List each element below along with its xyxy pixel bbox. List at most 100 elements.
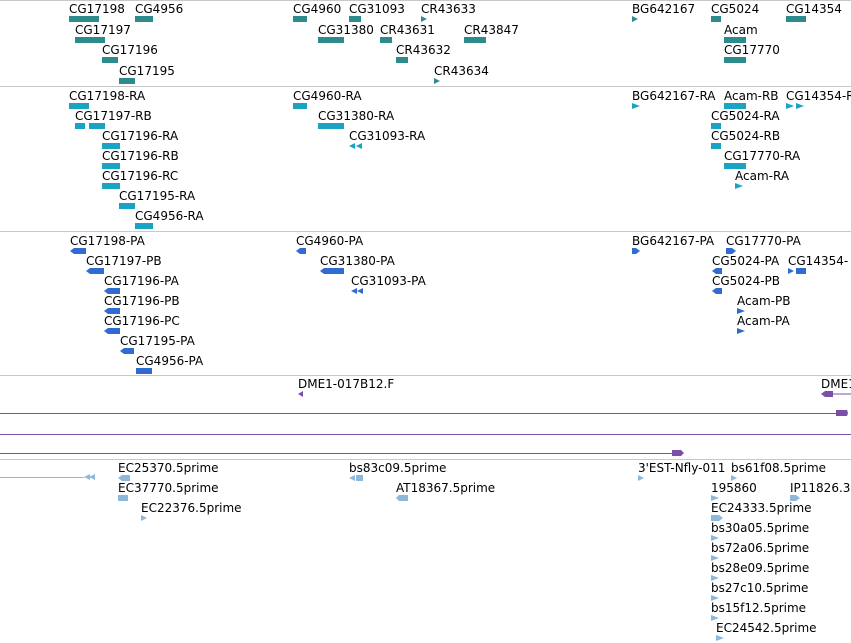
feature-label: CG14354 <box>786 2 842 16</box>
feature-label: CG17196-PB <box>104 294 180 308</box>
track-separator <box>0 86 851 87</box>
feature-glyph <box>421 16 427 22</box>
est-span-line[interactable] <box>0 474 100 482</box>
feature-glyph <box>86 268 104 274</box>
feature-glyph <box>724 57 746 63</box>
feature-glyph <box>724 37 746 43</box>
clone-span-line[interactable] <box>0 410 851 418</box>
feature-label: CG17196-RA <box>102 129 179 143</box>
protein-track: CG17198-PA CG4960-PA BG642167-PA CG17770… <box>0 232 851 375</box>
feature-label: CG4960-RA <box>293 89 362 103</box>
track-separator <box>0 375 851 376</box>
feature-label: Acam-RB <box>724 89 779 103</box>
feature-glyph <box>293 16 307 22</box>
feature-glyph <box>102 163 120 169</box>
feature-label: CG31380-RA <box>318 109 395 123</box>
feature-glyph <box>632 248 640 254</box>
feature-glyph <box>120 348 134 354</box>
feature-label: bs27c10.5prime <box>711 581 809 595</box>
feature-glyph <box>724 163 746 169</box>
feature-label: CG31093 <box>349 2 405 16</box>
feature-label: CG5024-PB <box>712 274 781 288</box>
feature-glyph <box>69 16 99 22</box>
feature-label: DME1 <box>821 377 851 391</box>
feature-glyph <box>711 575 719 581</box>
feature-glyph <box>724 103 746 109</box>
feature-label: CR43631 <box>380 23 435 37</box>
feature-glyph <box>396 495 408 501</box>
feature-glyph <box>296 248 306 254</box>
feature-glyph <box>711 123 721 129</box>
feature-glyph <box>464 37 486 43</box>
feature-label: EC24542.5prime <box>716 621 817 635</box>
feature-glyph <box>119 203 135 209</box>
feature-glyph <box>711 515 723 521</box>
feature-glyph <box>70 248 86 254</box>
feature-label: CG4960 <box>293 2 342 16</box>
feature-label: CG5024-RA <box>711 109 780 123</box>
feature-label: CG31093-PA <box>351 274 426 288</box>
feature-glyph <box>711 495 719 501</box>
feature-glyph <box>351 288 363 294</box>
feature-label: 3'EST-Nfly-011 <box>638 461 726 475</box>
transcript-track: CG17198-RA CG4960-RA BG642167-RA Acam-RB… <box>0 87 851 231</box>
feature-label: Acam-PA <box>737 314 790 328</box>
feature-label: CG5024-RB <box>711 129 781 143</box>
feature-label: CR43633 <box>421 2 476 16</box>
clone-span-line[interactable] <box>0 450 690 458</box>
clone-span-line[interactable] <box>0 433 851 437</box>
feature-label: bs61f08.5prime <box>731 461 827 475</box>
feature-glyph <box>298 391 303 397</box>
feature-glyph <box>102 57 118 63</box>
feature-label: CG17198-PA <box>70 234 145 248</box>
feature-glyph <box>711 143 721 149</box>
feature-label: CG17196-RC <box>102 169 179 183</box>
feature-glyph <box>136 368 152 374</box>
feature-glyph <box>788 268 806 274</box>
feature-glyph <box>434 78 440 84</box>
feature-label: Acam-PB <box>737 294 791 308</box>
feature-label: EC24333.5prime <box>711 501 812 515</box>
feature-label: CG14354-R <box>786 89 851 103</box>
feature-label: CR43847 <box>464 23 519 37</box>
feature-glyph <box>349 16 361 22</box>
feature-glyph <box>69 103 89 109</box>
feature-label: bs15f12.5prime <box>711 601 807 615</box>
feature-glyph <box>737 328 745 334</box>
clone-track: DME1-017B12.F DME1 <box>0 376 851 459</box>
track-separator <box>0 231 851 232</box>
feature-label: CR43632 <box>396 43 451 57</box>
feature-glyph <box>320 268 344 274</box>
feature-label: Acam-RA <box>735 169 790 183</box>
est-track: EC25370.5prime bs83c09.5prime 3'EST-Nfly… <box>0 460 851 643</box>
feature-label: CG4960-PA <box>296 234 364 248</box>
feature-label: EC22376.5prime <box>141 501 242 515</box>
feature-label: bs30a05.5prime <box>711 521 810 535</box>
feature-glyph <box>318 123 344 129</box>
feature-glyph <box>102 143 120 149</box>
feature-label: CG17196-PA <box>104 274 179 288</box>
feature-label: CG31380-PA <box>320 254 395 268</box>
track-separator <box>0 459 851 460</box>
feature-glyph <box>135 16 153 22</box>
feature-label: CG17197 <box>75 23 131 37</box>
feature-label: CG17198-RA <box>69 89 146 103</box>
feature-glyph <box>786 16 806 22</box>
feature-label: BG642167-PA <box>632 234 715 248</box>
feature-glyph <box>790 495 800 501</box>
feature-label: BG642167-RA <box>632 89 716 103</box>
feature-glyph <box>118 475 130 481</box>
feature-glyph <box>712 268 722 274</box>
feature-glyph <box>731 475 737 481</box>
feature-label: bs83c09.5prime <box>349 461 447 475</box>
feature-label: IP11826.3 <box>790 481 851 495</box>
feature-label: CG17195 <box>119 64 175 78</box>
feature-glyph <box>821 391 851 397</box>
feature-glyph <box>104 328 120 334</box>
feature-label: CG5024-PA <box>712 254 780 268</box>
feature-glyph <box>786 103 804 109</box>
feature-label: CR43634 <box>434 64 489 78</box>
feature-label: 195860 <box>711 481 757 495</box>
feature-glyph <box>711 595 719 601</box>
feature-glyph <box>141 515 147 521</box>
